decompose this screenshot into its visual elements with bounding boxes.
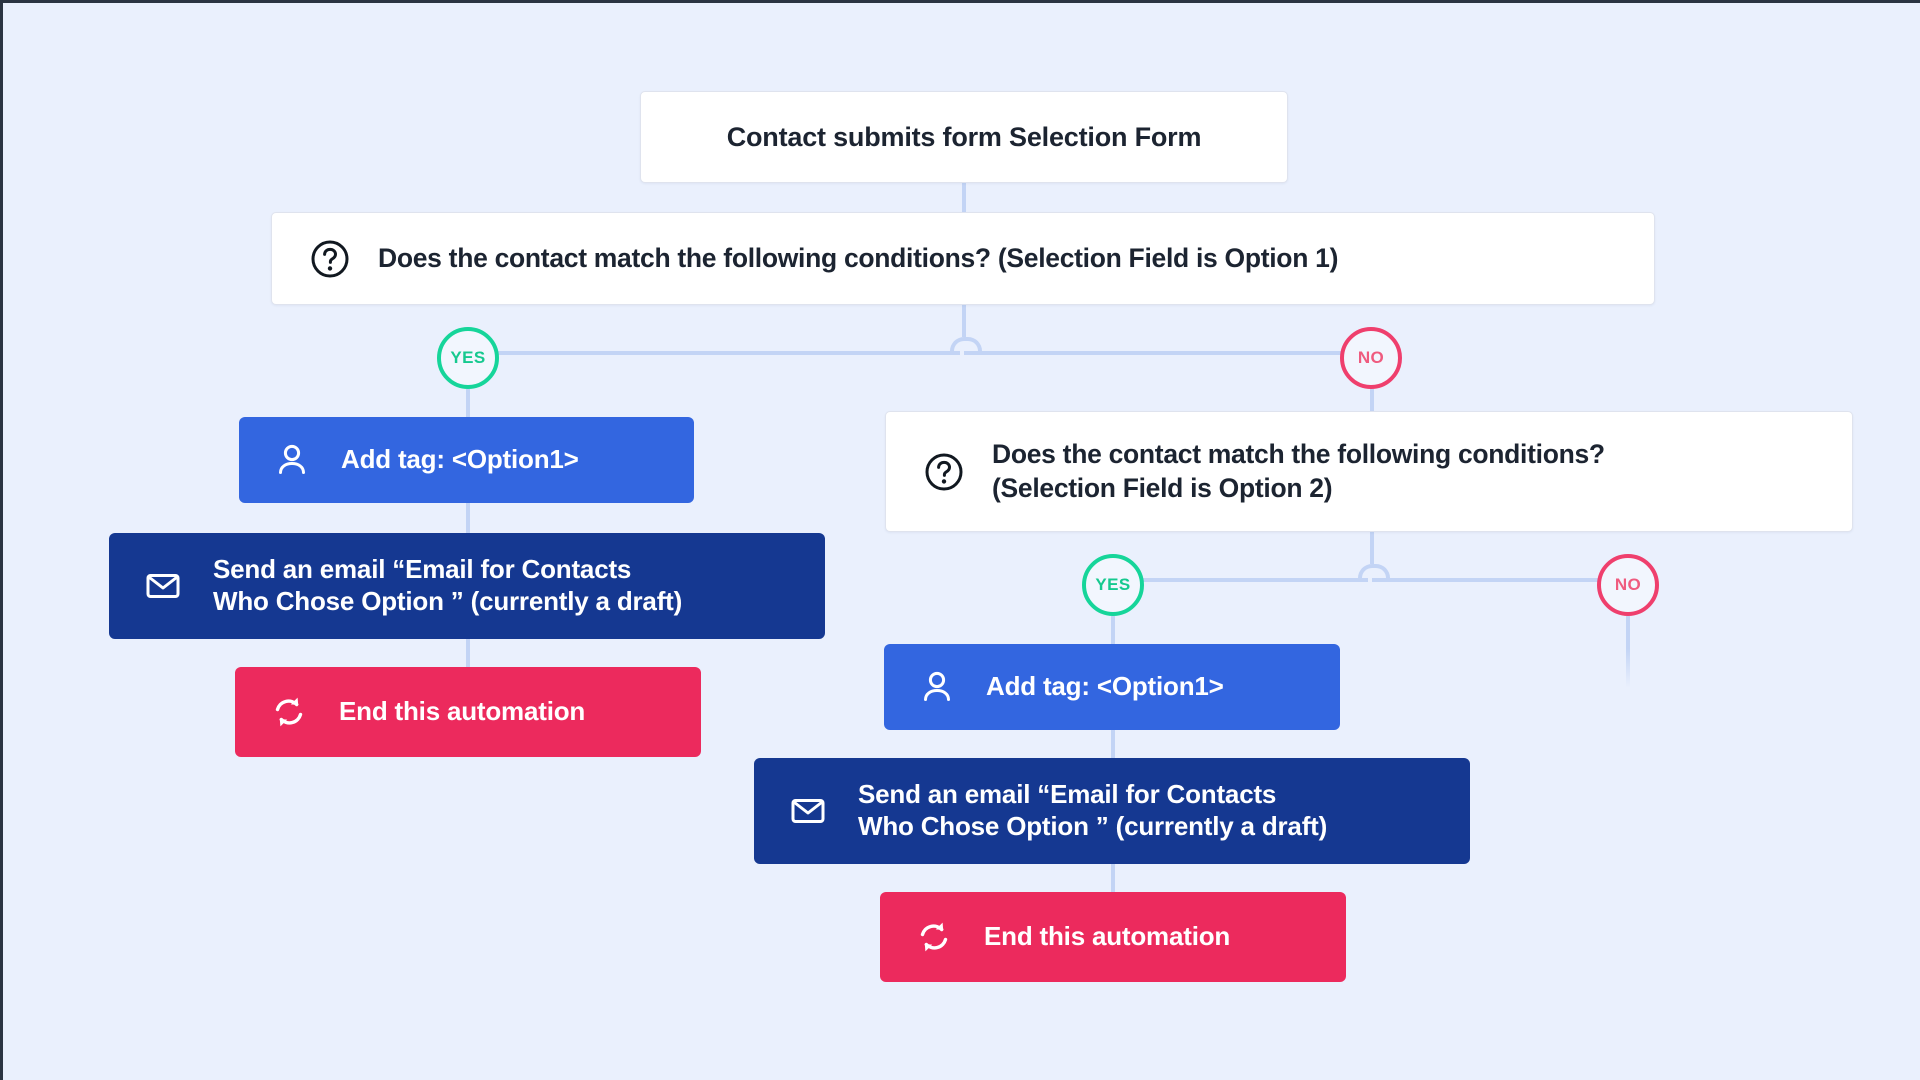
branch-badge-yes-2[interactable]: YES xyxy=(1082,554,1144,616)
action-node-end-automation-1-label: End this automation xyxy=(339,696,586,727)
branch-badge-yes-1-label: YES xyxy=(450,348,486,367)
branch-badge-yes-2-label: YES xyxy=(1095,575,1131,594)
condition-node-1[interactable]: Does the contact match the following con… xyxy=(271,212,1655,305)
connector-no1-to-condition2 xyxy=(1370,389,1374,411)
connector-trigger-to-condition1 xyxy=(962,183,966,215)
action-node-send-email-1-line-1: Send an email “Email for Contacts xyxy=(213,554,632,585)
trigger-node-form-submission[interactable]: Contact submits form Selection Form xyxy=(640,91,1288,183)
action-node-add-tag-2-label: Add tag: <Option1> xyxy=(986,671,1224,702)
contact-person-icon xyxy=(918,668,956,706)
connector-email1-to-end xyxy=(466,639,470,667)
branch-badge-no-2[interactable]: NO xyxy=(1597,554,1659,616)
connector-yes2-to-addtag xyxy=(1111,616,1115,644)
connector-no2-dangling-stub xyxy=(1626,616,1630,688)
connector-condition1-to-yes xyxy=(468,351,960,355)
action-node-send-email-2-label: Send an email “Email for Contacts Who Ch… xyxy=(858,779,1327,842)
condition-1-label: Does the contact match the following con… xyxy=(378,242,1339,273)
connector-condition2-corner-right xyxy=(1372,564,1390,582)
connector-condition2-to-yes xyxy=(1113,578,1368,582)
action-node-end-automation-1[interactable]: End this automation xyxy=(235,667,701,757)
condition-2-line-1: Does the contact match the following con… xyxy=(992,438,1605,469)
loop-refresh-icon xyxy=(914,917,954,957)
action-node-send-email-2-line-2: Who Chose Option ” (currently a draft) xyxy=(858,811,1328,841)
action-node-add-tag-2[interactable]: Add tag: <Option1> xyxy=(884,644,1340,730)
action-node-send-email-2[interactable]: Send an email “Email for Contacts Who Ch… xyxy=(754,758,1470,864)
envelope-icon xyxy=(788,791,828,831)
connector-addtag2-to-email xyxy=(1111,730,1115,758)
question-mark-circle-icon xyxy=(310,239,350,279)
action-node-end-automation-2-label: End this automation xyxy=(984,921,1231,952)
connector-condition1-to-no xyxy=(964,351,1384,355)
loop-refresh-icon xyxy=(269,692,309,732)
condition-2-line-2: (Selection Field is Option 2) xyxy=(992,472,1333,503)
connector-yes1-to-addtag xyxy=(466,389,470,417)
condition-2-label: Does the contact match the following con… xyxy=(992,438,1605,506)
branch-badge-no-1[interactable]: NO xyxy=(1340,327,1402,389)
connector-email2-to-end xyxy=(1111,864,1115,892)
action-node-end-automation-2[interactable]: End this automation xyxy=(880,892,1346,982)
action-node-send-email-2-line-1: Send an email “Email for Contacts xyxy=(858,779,1277,810)
contact-person-icon xyxy=(273,441,311,479)
connector-addtag1-to-email xyxy=(466,503,470,533)
branch-badge-yes-1[interactable]: YES xyxy=(437,327,499,389)
envelope-icon xyxy=(143,566,183,606)
condition-node-2[interactable]: Does the contact match the following con… xyxy=(885,411,1853,532)
action-node-send-email-1-label: Send an email “Email for Contacts Who Ch… xyxy=(213,554,682,617)
action-node-send-email-1-line-2: Who Chose Option ” (currently a draft) xyxy=(213,586,683,616)
connector-condition1-corner-right xyxy=(964,337,982,355)
connector-condition1-stem xyxy=(962,305,966,337)
connector-condition1-corner-left xyxy=(950,337,968,355)
action-node-add-tag-1[interactable]: Add tag: <Option1> xyxy=(239,417,694,503)
branch-badge-no-1-label: NO xyxy=(1357,348,1385,367)
question-mark-circle-icon xyxy=(924,452,964,492)
action-node-send-email-1[interactable]: Send an email “Email for Contacts Who Ch… xyxy=(109,533,825,639)
branch-badge-no-2-label: NO xyxy=(1614,575,1642,594)
action-node-add-tag-1-label: Add tag: <Option1> xyxy=(341,444,579,475)
connector-condition2-to-no xyxy=(1372,578,1622,582)
connector-condition2-stem xyxy=(1370,532,1374,564)
connector-condition2-corner-left xyxy=(1358,564,1376,582)
trigger-label: Contact submits form Selection Form xyxy=(726,121,1202,152)
